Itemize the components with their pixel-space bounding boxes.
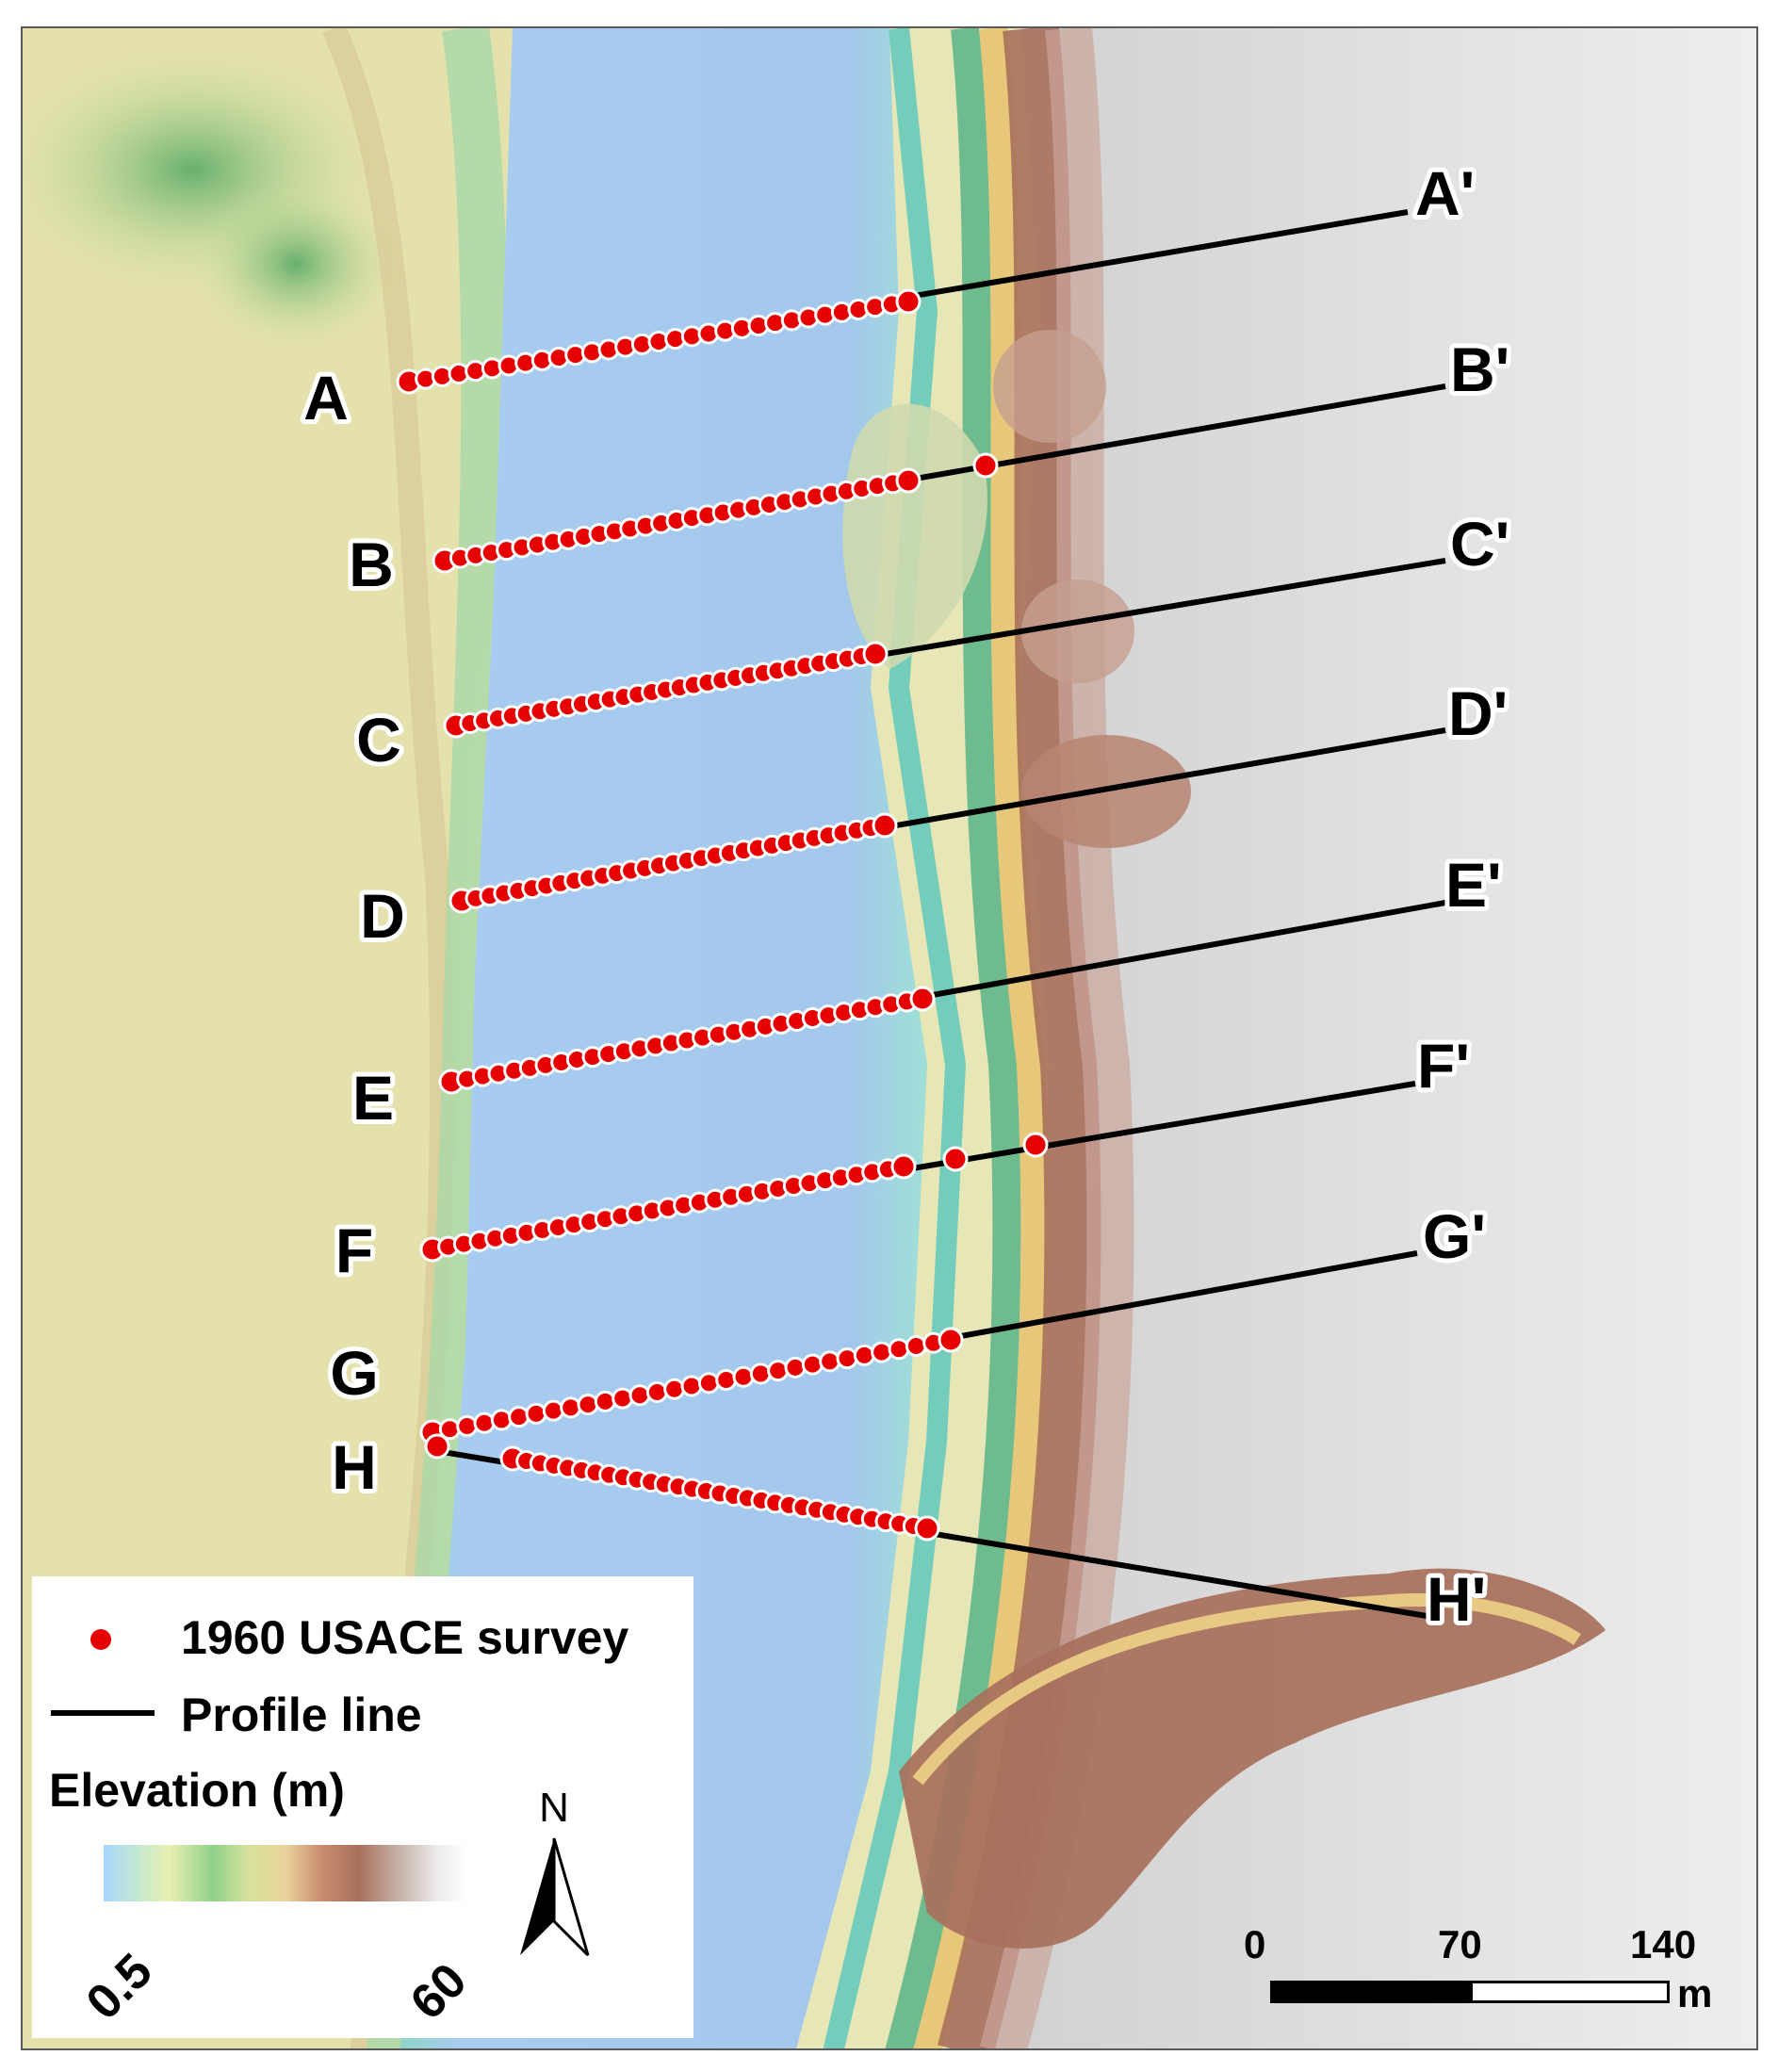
legend-elevation-title: Elevation (m) — [49, 1764, 345, 1817]
survey-point — [1022, 1132, 1049, 1158]
legend-survey-label: 1960 USACE survey — [181, 1611, 629, 1664]
survey-point — [819, 1350, 841, 1373]
survey-point — [697, 1372, 720, 1395]
bluff-lobe-c — [1021, 579, 1134, 683]
survey-point — [895, 467, 922, 494]
scale-unit: m — [1677, 1971, 1713, 2015]
legend-profile-label: Profile line — [181, 1689, 422, 1741]
survey-point — [456, 1414, 479, 1437]
elevation-color-ramp — [104, 1845, 467, 1901]
scale-segment-white — [1470, 1981, 1670, 2003]
survey-point — [424, 1433, 450, 1460]
survey-point — [890, 1153, 917, 1180]
profile-start-label: G — [330, 1338, 378, 1408]
survey-point — [888, 1338, 910, 1361]
profile-start-label: F — [335, 1215, 373, 1285]
profile-start-label: B — [349, 530, 394, 599]
survey-point — [895, 288, 922, 315]
profile-end-label: A' — [1415, 158, 1475, 228]
scale-tick-140: 140 — [1630, 1922, 1697, 1966]
survey-point — [612, 1387, 634, 1410]
survey-point — [732, 1365, 755, 1388]
scale-tick-0: 0 — [1244, 1922, 1266, 1966]
survey-point — [871, 1341, 893, 1363]
profile-start-label: A — [303, 363, 349, 432]
eastern-upland — [946, 28, 1756, 2048]
survey-point — [594, 1390, 616, 1412]
profile-end-label: F' — [1417, 1031, 1470, 1101]
scale-tick-70: 70 — [1438, 1922, 1482, 1966]
profile-end-label: B' — [1450, 334, 1509, 404]
southern-ravine-rim — [912, 1593, 1581, 1786]
upland-hill-2 — [192, 179, 400, 349]
survey-point — [942, 1146, 969, 1172]
survey-point — [801, 1353, 824, 1376]
survey-point — [508, 1406, 530, 1428]
survey-point — [938, 1327, 964, 1353]
survey-point — [628, 1384, 651, 1407]
survey-point — [715, 1368, 738, 1391]
survey-point — [560, 1396, 582, 1419]
profile-end-label: D' — [1448, 678, 1508, 748]
survey-point — [853, 1344, 875, 1366]
scale-bar: 0 70 140 m — [1234, 1922, 1724, 2035]
survey-point — [784, 1356, 807, 1379]
survey-point — [645, 1381, 668, 1404]
survey-point — [972, 452, 999, 479]
survey-point — [862, 641, 889, 667]
legend: 1960 USACE survey Profile line Elevation… — [32, 1576, 693, 2038]
legend-survey-symbol — [90, 1629, 111, 1650]
legend-profile-symbol — [51, 1710, 155, 1716]
survey-point — [914, 1515, 940, 1542]
scale-segment-black — [1270, 1981, 1470, 2003]
north-arrow: N — [516, 1780, 592, 1968]
profile-end-label: C' — [1450, 509, 1509, 579]
survey-point — [663, 1378, 686, 1400]
survey-point — [680, 1375, 703, 1397]
north-label: N — [539, 1785, 569, 1831]
survey-point — [749, 1362, 772, 1385]
north-arrow-icon: N — [520, 1785, 590, 1957]
survey-point — [836, 1347, 858, 1370]
profile-start-label: E — [352, 1063, 394, 1133]
profile-end-label: E' — [1445, 850, 1502, 920]
profile-start-label: H — [332, 1432, 377, 1502]
profile-end-label: G' — [1423, 1201, 1486, 1271]
bluff-lobe-b — [993, 330, 1106, 443]
elevation-min-label: 0.5 — [75, 1943, 163, 2031]
survey-point — [473, 1411, 496, 1434]
survey-point — [767, 1360, 790, 1382]
survey-point — [490, 1409, 513, 1431]
survey-point — [872, 812, 898, 839]
survey-point — [905, 1335, 927, 1358]
elevation-max-label: 60 — [400, 1952, 478, 2031]
profile-end-label: H' — [1427, 1564, 1486, 1634]
survey-point — [577, 1394, 599, 1416]
survey-point — [909, 986, 936, 1012]
profile-start-label: D — [360, 881, 405, 951]
survey-point — [525, 1402, 547, 1425]
profile-start-label: C — [356, 705, 401, 775]
profile-layer: A A' B B' C C' D D' E E' F F' G G' H H' — [299, 154, 1514, 1639]
survey-point — [542, 1399, 564, 1422]
